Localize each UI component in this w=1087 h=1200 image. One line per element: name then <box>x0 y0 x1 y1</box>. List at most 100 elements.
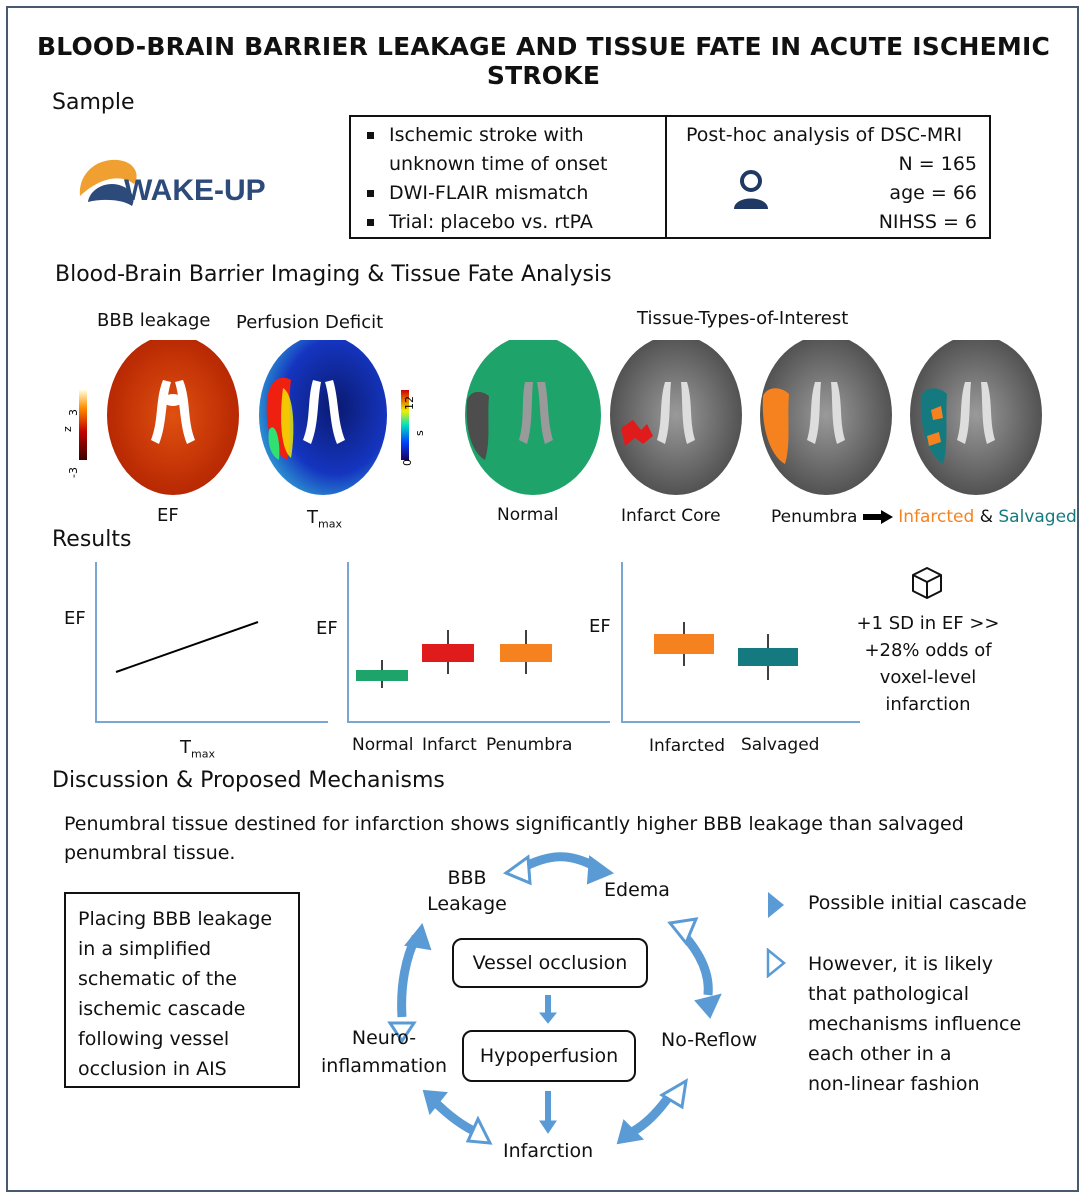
node-hypoperfusion: Hypoperfusion <box>462 1030 636 1082</box>
perfusion-deficit-label: Perfusion Deficit <box>236 312 384 333</box>
plot3-cat-infarcted: Infarcted <box>649 736 726 756</box>
right-arrow-icon <box>862 510 893 524</box>
plot3-y-label: EF <box>589 616 611 637</box>
arrowhead-filled <box>539 1120 557 1134</box>
noreflow-infarction-arrow <box>627 1092 674 1138</box>
legend-line: non-linear fashion <box>808 1073 980 1095</box>
s-axis-label: s <box>413 430 426 436</box>
node-label: Neuro- <box>351 1027 417 1049</box>
ef-tmax-trend-line <box>115 621 259 673</box>
node-vessel-occlusion: Vessel occlusion <box>452 938 648 988</box>
arrowhead-open <box>659 1078 688 1110</box>
finding-line: +1 SD in EF >> <box>856 613 1000 634</box>
sample-box: Ischemic stroke with unknown time of ons… <box>349 115 991 239</box>
fate-caption: Penumbra Infarcted & Salvaged <box>771 507 1077 527</box>
cube-icon <box>912 567 942 599</box>
analysis-title: Post-hoc analysis of DSC-MRI <box>685 124 963 146</box>
ef-brain-map <box>107 340 239 495</box>
plot1-x-label: Tmax <box>180 737 215 761</box>
plot2-cat-infarct: Infarct <box>422 735 477 755</box>
salvaged-box <box>738 648 798 666</box>
node-bbb-leakage: BBB Leakage <box>412 865 522 917</box>
legend-line: that pathological <box>808 983 970 1005</box>
node-label: Leakage <box>427 893 507 915</box>
plot2-cat-penumbra: Penumbra <box>486 735 573 755</box>
plot1-y-label: EF <box>64 608 86 629</box>
penumbra-box <box>500 644 552 662</box>
fate-plot <box>621 562 856 723</box>
plot2-axes <box>347 562 610 723</box>
infarction-neuro-arrow <box>430 1097 480 1138</box>
infarct-box <box>422 644 474 662</box>
finding-line: voxel-level <box>879 667 977 688</box>
infarct-core-map <box>610 340 742 495</box>
criteria-item: unknown time of onset <box>389 153 608 175</box>
results-plots <box>95 562 860 723</box>
arrowhead-filled <box>616 1119 645 1145</box>
tissue-types-label: Tissue-Types-of-Interest <box>637 308 849 329</box>
plot2-y-label: EF <box>316 618 338 639</box>
arrowhead-filled <box>586 855 615 885</box>
normal-tissue-map <box>465 340 601 495</box>
z-max-label: 3 <box>67 409 80 416</box>
node-label: inflammation <box>321 1055 447 1077</box>
legend-open-text: However, it is likely that pathological … <box>808 949 1021 1099</box>
bbb-edema-arrow <box>517 852 599 873</box>
arrowhead-open <box>502 854 532 886</box>
infarcted-caption: Infarcted <box>898 507 975 527</box>
tmax-caption: Tmax <box>307 507 342 531</box>
tissue-fate-map <box>910 340 1042 495</box>
criteria-item: Ischemic stroke with <box>363 121 663 150</box>
normal-box <box>356 670 408 681</box>
analysis-block: Post-hoc analysis of DSC-MRI N = 165 age… <box>671 121 977 237</box>
legend-line: However, it is likely <box>808 953 994 975</box>
finding-line: infarction <box>885 694 971 715</box>
logo-head-shape <box>88 183 134 206</box>
penumbra-map <box>760 340 892 495</box>
penumbra-caption: Penumbra <box>771 507 858 527</box>
z-min-label: -3 <box>67 467 80 478</box>
cascade-diagram <box>387 852 722 1145</box>
discussion-heading: Discussion & Proposed Mechanisms <box>52 768 445 793</box>
note-line: in a simplified <box>78 938 212 960</box>
arrowhead-open <box>465 1115 493 1145</box>
sample-divider <box>665 117 667 237</box>
criteria-item: DWI-FLAIR mismatch <box>363 179 663 208</box>
logo-text: WAKE-UP <box>124 174 266 207</box>
bbb-leakage-label: BBB leakage <box>97 310 211 331</box>
plot3-axes-line <box>621 562 856 723</box>
tmax-brain-map <box>259 340 387 495</box>
z-axis-label: z <box>61 426 74 432</box>
infarcted-box <box>654 634 714 654</box>
note-line: Placing BBB leakage <box>78 908 273 930</box>
arrowhead-filled <box>422 1089 448 1116</box>
results-heading: Results <box>52 527 132 552</box>
brain-images-panel: 3 z -3 12 s 0 <box>61 340 1042 495</box>
node-label: BBB <box>447 867 487 889</box>
plot1-axes <box>95 562 328 723</box>
imaging-heading: Blood-Brain Barrier Imaging & Tissue Fat… <box>55 262 612 287</box>
legend-line: mechanisms influence <box>808 1013 1022 1035</box>
person-icon <box>734 170 768 209</box>
node-neuroinflammation: Neuro- inflammation <box>314 1024 454 1080</box>
legend-line: each other in a <box>808 1043 952 1065</box>
sample-age: age = 66 <box>889 182 977 204</box>
inclusion-criteria-list: Ischemic stroke with unknown time of ons… <box>363 121 663 237</box>
s-min-label: 0 <box>401 459 414 466</box>
wake-up-logo: WAKE-UP <box>74 150 304 220</box>
sample-heading: Sample <box>52 90 135 115</box>
sample-n: N = 165 <box>898 153 977 175</box>
z-colorbar <box>79 390 87 460</box>
discussion-line: penumbral tissue. <box>64 842 236 864</box>
ef-caption: EF <box>157 505 179 526</box>
arrowhead-filled <box>538 1012 558 1024</box>
ampersand: & <box>979 507 993 527</box>
arrowhead-filled <box>694 993 722 1019</box>
finding-text: +1 SD in EF >> +28% odds of voxel-level … <box>848 610 1008 718</box>
normal-caption: Normal <box>497 505 559 525</box>
infarct-core-caption: Infarct Core <box>621 506 721 526</box>
finding-line: +28% odds of <box>864 640 992 661</box>
legend-filled-label: Possible initial cascade <box>808 892 1027 914</box>
note-line: following vessel <box>78 1028 230 1050</box>
open-arrow-legend-icon <box>766 948 786 978</box>
